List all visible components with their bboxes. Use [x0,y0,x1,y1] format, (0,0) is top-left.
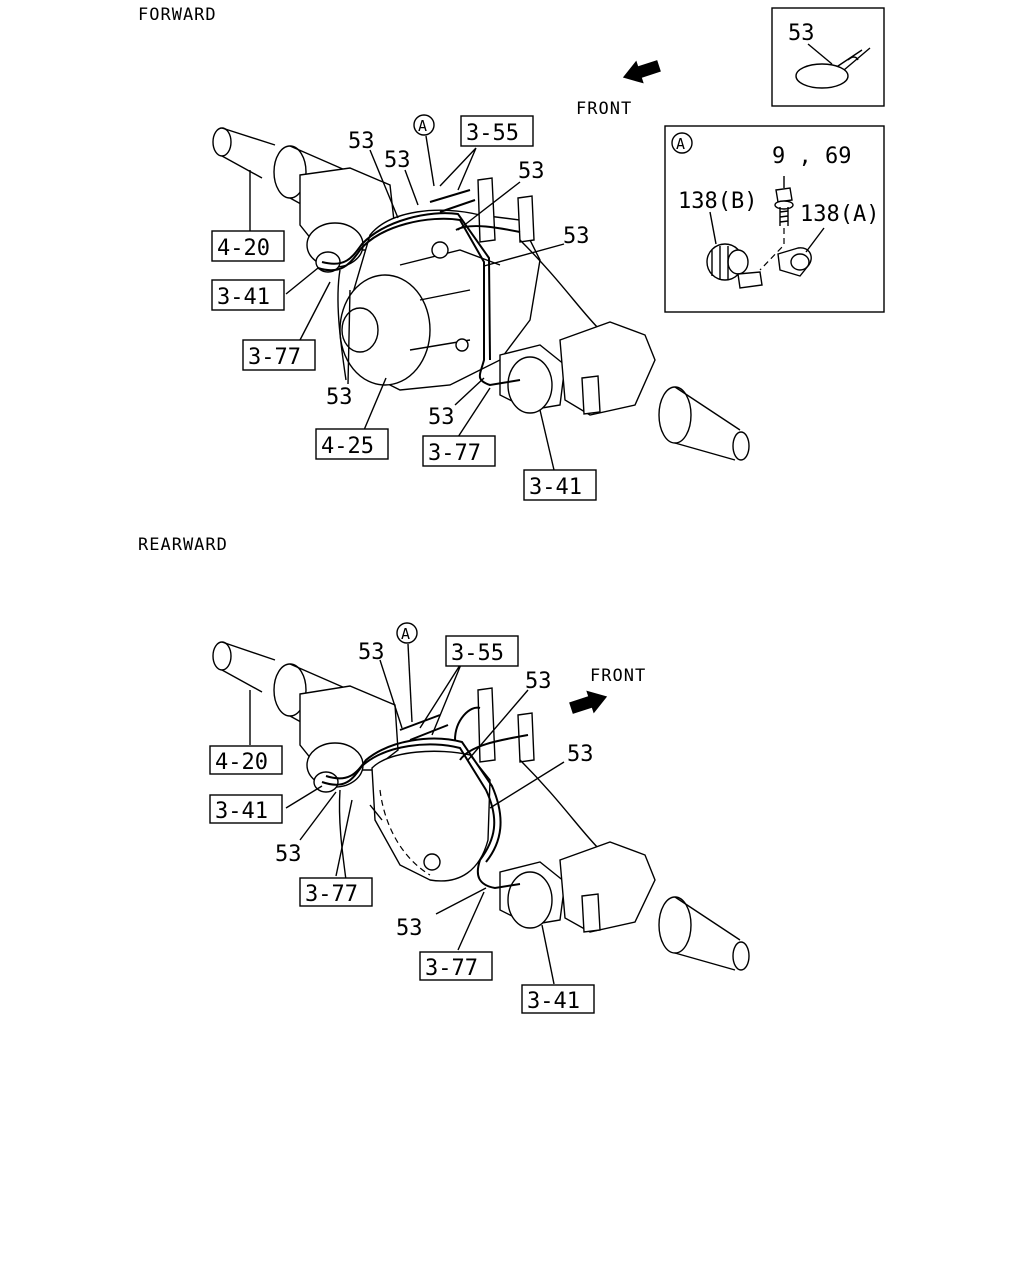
detail-marker-a: A [396,622,418,644]
callout-53: 53 [567,742,594,767]
ref-box-3-41[interactable]: 3-41 [209,794,283,824]
forward-axle-illustration [212,127,750,461]
ref-box-3-41[interactable]: 3-41 [211,279,285,311]
rearward-section: REARWARD FRONT [138,535,750,1014]
part-138a-label: 138(A) [800,202,879,227]
callout-53: 53 [396,916,423,941]
ref-box-3-41[interactable]: 3-41 [521,984,595,1014]
bolt-icon [759,176,794,271]
callout-53: 53 [358,640,385,665]
ref-box-3-77[interactable]: 3-77 [242,339,316,371]
svg-text:53: 53 [788,21,815,46]
svg-text:3-77: 3-77 [428,441,481,466]
part-138b-label: 138(B) [678,189,757,214]
callout-53: 53 [518,159,545,184]
svg-text:3-41: 3-41 [217,285,270,310]
callout-53: 53 [563,224,590,249]
forward-leaders [249,135,565,471]
svg-text:4-25: 4-25 [321,434,374,459]
front-arrow-icon [622,60,661,84]
rearward-title: REARWARD [138,535,228,555]
bolt-label: 9 , 69 [772,144,851,169]
svg-text:3-77: 3-77 [305,882,358,907]
ref-box-4-20[interactable]: 4-20 [211,230,285,262]
forward-section: FORWARD FRONT [138,5,750,501]
clip-138a-icon [777,227,825,277]
callout-53: 53 [275,842,302,867]
ref-box-3-77[interactable]: 3-77 [419,951,493,981]
ref-box-3-77[interactable]: 3-77 [422,435,496,467]
svg-text:3-41: 3-41 [215,799,268,824]
svg-text:3-55: 3-55 [451,641,504,666]
clamp-inset: 53 [771,7,885,107]
svg-text:3-55: 3-55 [466,121,519,146]
callout-53: 53 [348,129,375,154]
front-label: FRONT [576,99,632,119]
ref-box-3-77[interactable]: 3-77 [299,877,373,907]
ref-box-4-20[interactable]: 4-20 [209,745,283,775]
front-arrow-icon [569,690,608,714]
callout-53: 53 [525,669,552,694]
svg-text:3-41: 3-41 [527,989,580,1014]
svg-text:3-41: 3-41 [529,475,582,500]
detail-a-inset: A 9 , 69 138(B) 138(A) [664,125,885,313]
svg-text:3-77: 3-77 [425,956,478,981]
svg-text:A: A [418,117,427,135]
clip-138b-icon [706,211,763,289]
detail-marker-a: A [413,114,435,136]
rearward-leaders [249,643,565,985]
callout-53: 53 [326,385,353,410]
svg-text:4-20: 4-20 [215,750,268,775]
svg-text:A: A [401,625,410,643]
forward-title: FORWARD [138,5,217,25]
callout-53: 53 [384,148,411,173]
callout-53: 53 [428,405,455,430]
ref-box-3-41[interactable]: 3-41 [523,469,597,501]
front-label: FRONT [590,666,646,686]
ref-box-4-25[interactable]: 4-25 [315,428,389,460]
ref-box-3-55[interactable]: 3-55 [460,115,534,147]
svg-text:4-20: 4-20 [217,236,270,261]
rearward-axle-illustration [212,641,750,971]
svg-text:3-77: 3-77 [248,345,301,370]
detail-a-marker: A [676,135,685,153]
ref-box-3-55[interactable]: 3-55 [445,635,519,667]
